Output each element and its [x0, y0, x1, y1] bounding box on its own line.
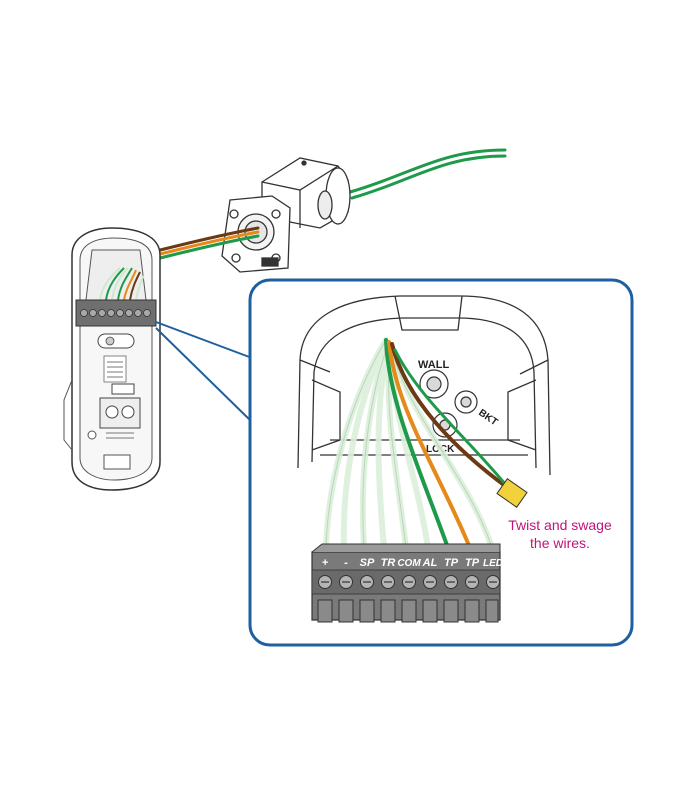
inset-grommets — [419, 369, 478, 438]
terminal-label: TR — [381, 557, 396, 569]
callout-line-2: the wires. — [530, 535, 590, 551]
terminal-label: SP — [360, 557, 375, 569]
callout-line-1: Twist and swage — [508, 517, 612, 533]
wall-label: WALL — [418, 359, 449, 371]
terminal-screws — [318, 575, 500, 589]
terminal-label: TP — [444, 557, 459, 569]
door-station — [63, 227, 161, 491]
incoming-cable — [348, 148, 507, 200]
terminal-label: + — [322, 557, 329, 569]
terminal-label: COM — [397, 558, 421, 569]
orange-wire — [387, 340, 472, 550]
inset-housing — [297, 295, 551, 476]
terminal-label: AL — [422, 557, 438, 569]
terminal-label: LED — [483, 558, 503, 569]
wire-connector — [496, 478, 528, 508]
green-wire — [384, 338, 450, 550]
colored-wires — [384, 338, 512, 550]
zoom-lines — [155, 321, 253, 423]
green-wire-pigtail — [393, 348, 512, 492]
device-cable — [150, 226, 260, 262]
brown-wire — [390, 342, 510, 490]
terminal-label: - — [344, 557, 348, 569]
terminal-label: TP — [465, 557, 480, 569]
